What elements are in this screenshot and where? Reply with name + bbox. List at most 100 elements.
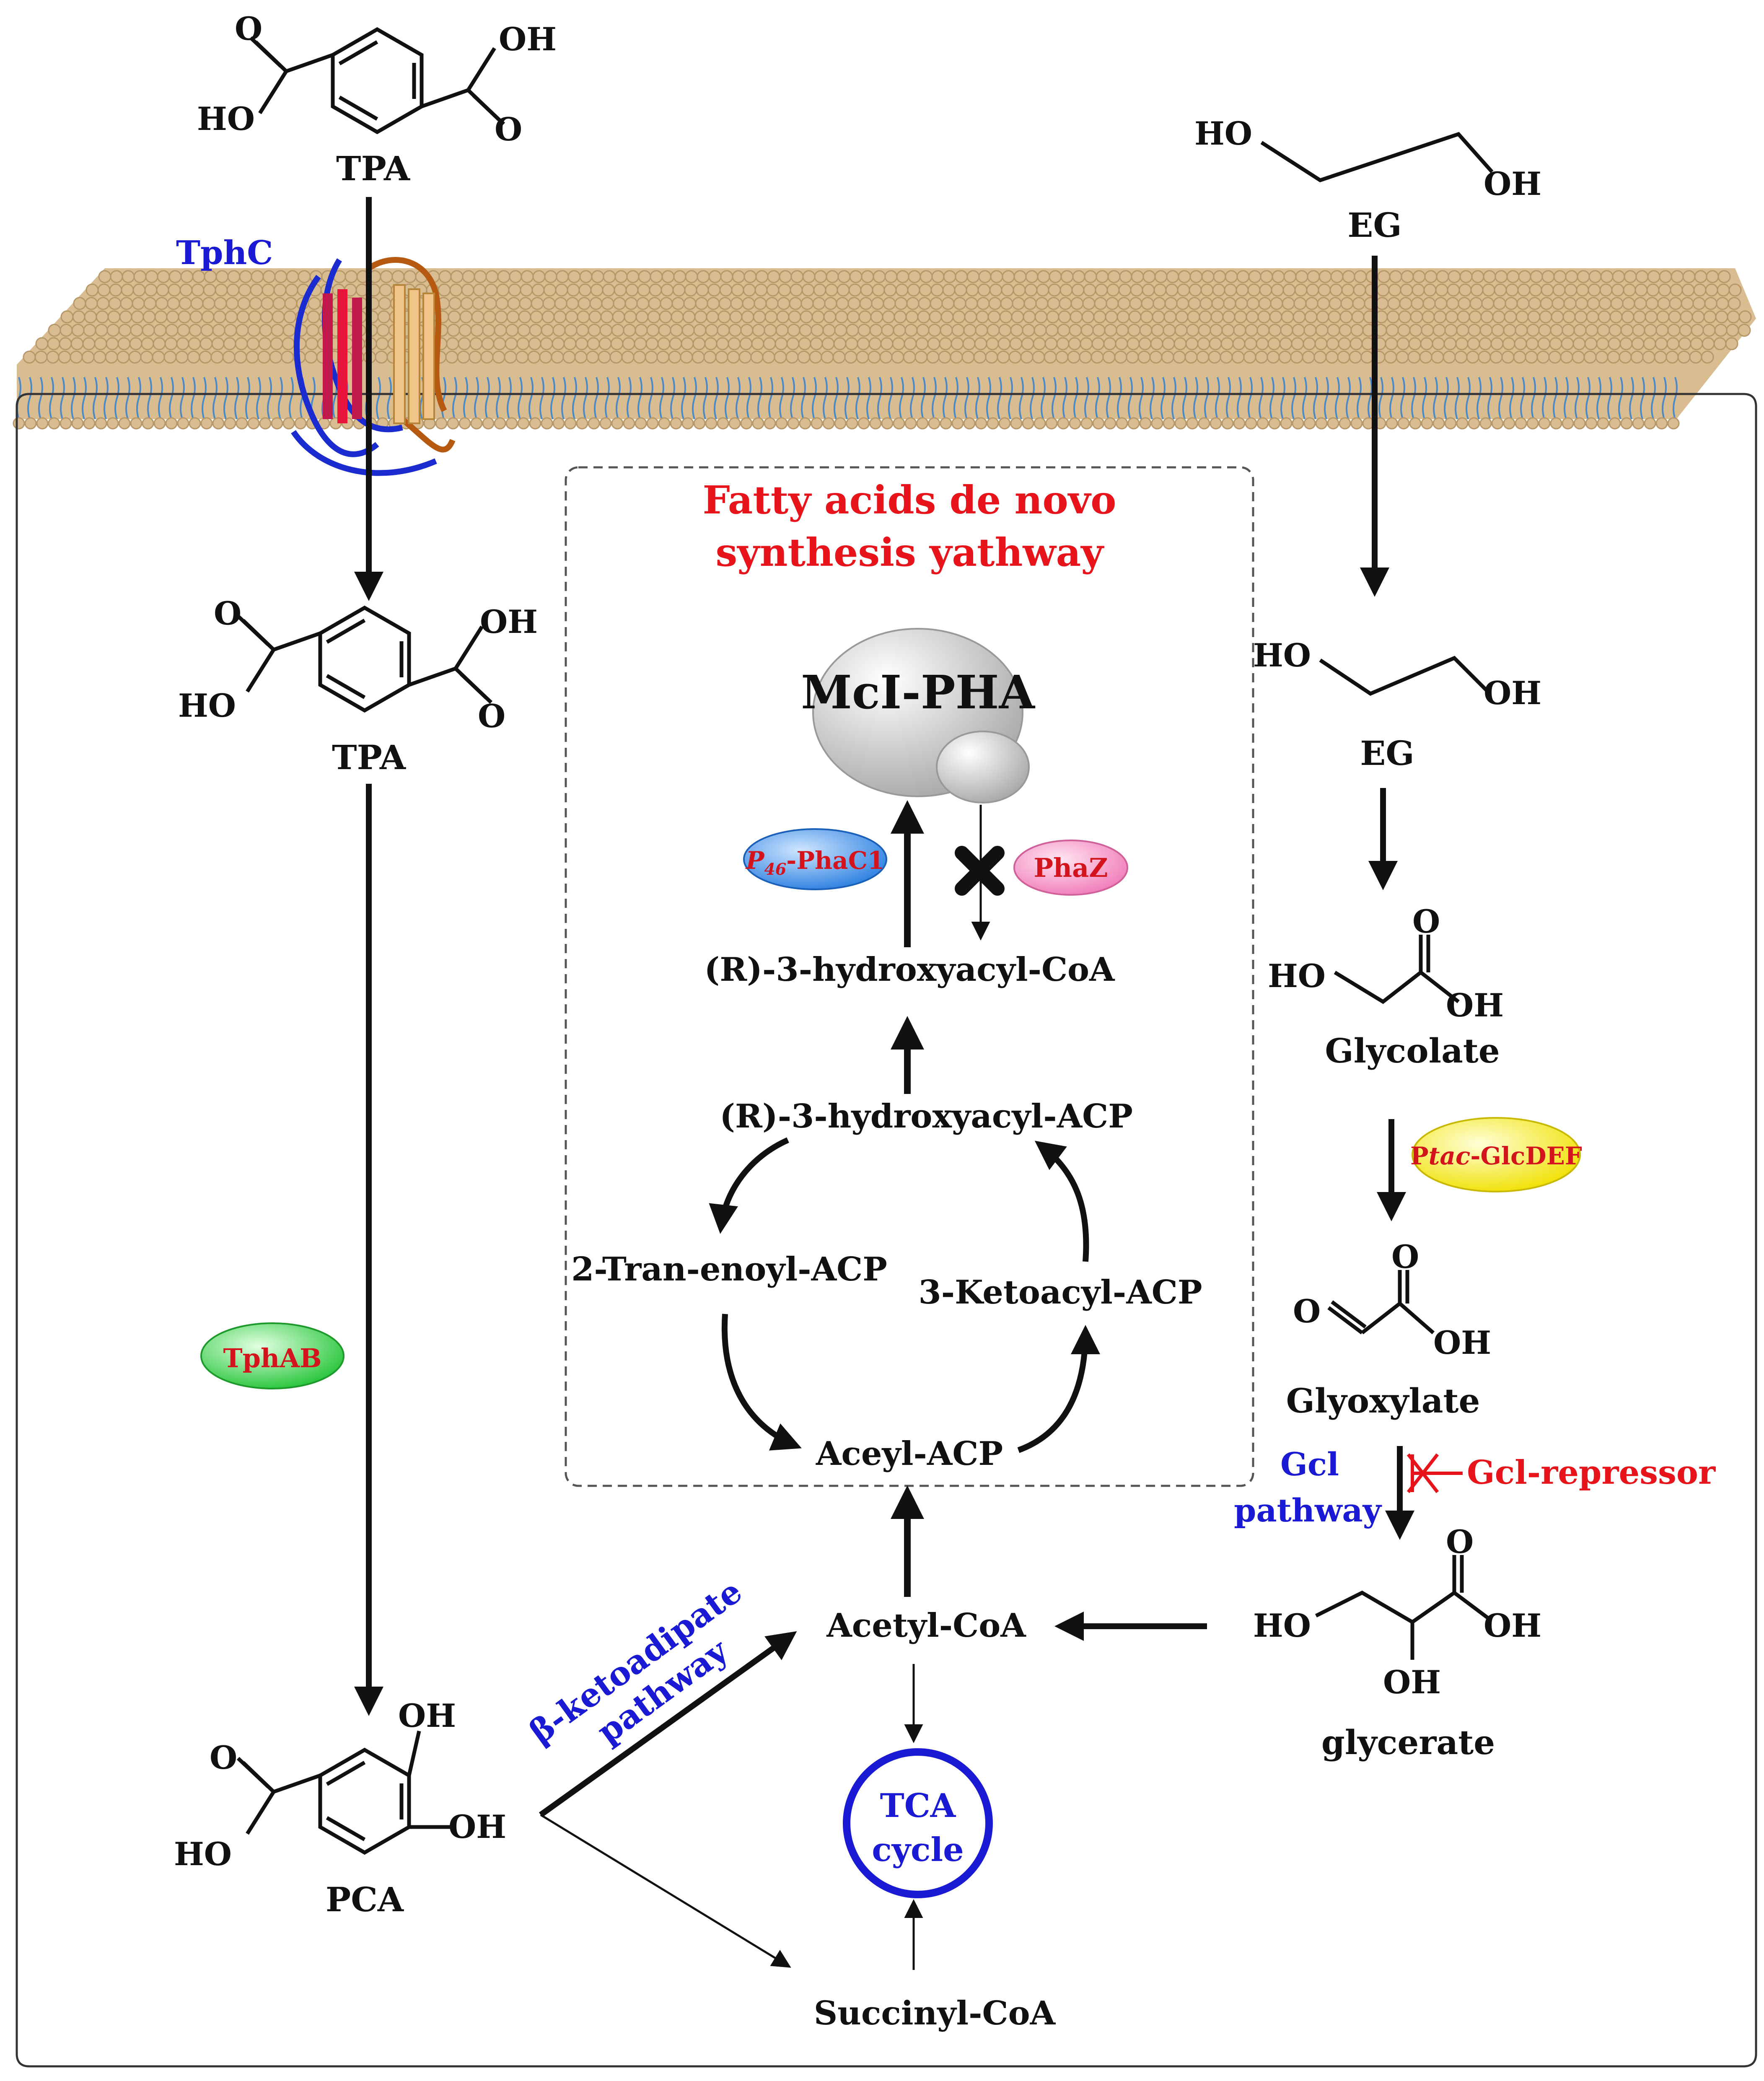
lipid-head (1208, 350, 1221, 364)
lipid-head (754, 283, 768, 297)
lipid-tail (180, 377, 185, 420)
lipid-head (613, 297, 626, 310)
lipid-head (1518, 270, 1531, 283)
lipid-head (1517, 283, 1531, 297)
lipid-head (1727, 310, 1740, 324)
lipid-tail (1215, 377, 1220, 420)
lipid-head (1201, 270, 1215, 283)
lipid-head (697, 270, 710, 283)
lipid-head (955, 270, 968, 283)
lipid-head (633, 350, 646, 364)
lipid-head (1166, 270, 1179, 283)
lipid-head (1506, 270, 1520, 283)
lipid-head (1245, 417, 1257, 430)
lipid-head (121, 283, 134, 297)
lipid-head (1503, 417, 1515, 430)
lipid-head (964, 310, 977, 324)
tpa-outside-structure (249, 27, 505, 135)
lipid-head (716, 337, 729, 350)
lipid-tail (953, 377, 958, 420)
lipid-tail (169, 377, 174, 420)
lipid-head (1314, 337, 1328, 350)
lipid-head (492, 350, 505, 364)
lipid-tail (659, 377, 664, 420)
lipid-head (692, 337, 706, 350)
lipid-head (601, 297, 614, 310)
lipid-head (23, 350, 36, 364)
lipid-head (635, 324, 648, 337)
glycolate-oh-label: OH (1446, 987, 1504, 1024)
lipid-head (1619, 337, 1633, 350)
lipid-head (707, 297, 720, 310)
lipid-head (108, 297, 122, 310)
lipid-head (1468, 417, 1480, 430)
lipid-head (1583, 350, 1597, 364)
tpa2-o-label-a: O (214, 595, 241, 632)
lipid-head (656, 350, 670, 364)
lipid-head (1715, 310, 1728, 324)
lipid-head (1209, 337, 1222, 350)
lipid-head (661, 270, 675, 283)
lipid-head (623, 417, 635, 430)
lipid-head (471, 310, 484, 324)
lipid-head (1103, 337, 1116, 350)
lipid-head (963, 324, 977, 337)
lipid-head (1023, 310, 1036, 324)
lipid-head (1071, 283, 1085, 297)
lipid-head (122, 270, 135, 283)
lipid-head (1268, 417, 1281, 430)
lipid-head (1714, 324, 1728, 337)
lipid-head (869, 324, 883, 337)
lipid-head (1503, 324, 1516, 337)
lipid-head (1037, 270, 1050, 283)
lipid-head (763, 337, 776, 350)
lipid-head (764, 324, 777, 337)
lipid-head (1271, 283, 1284, 297)
lipid-head (1655, 337, 1668, 350)
lipid-head (1375, 297, 1389, 310)
lipid-head (1552, 297, 1565, 310)
lipid-head (156, 283, 169, 297)
lipid-head (1515, 324, 1528, 337)
lipid-head (1104, 324, 1117, 337)
lipid-head (519, 297, 532, 310)
lipid-head (715, 350, 728, 364)
lipid-head (1069, 324, 1082, 337)
lipid-head (648, 297, 661, 310)
lipid-head (1200, 283, 1214, 297)
lipid-head (661, 283, 674, 297)
lipid-tail (855, 377, 860, 420)
lipid-head (908, 270, 921, 283)
lipid-tail (507, 377, 512, 420)
lipid-head (96, 310, 109, 324)
arrow-cycle-hydroxyacyl-to-enoyl (709, 1137, 789, 1234)
lipid-tail (234, 377, 239, 420)
lipid-head (144, 283, 158, 297)
lipid-head (1327, 324, 1340, 337)
lipid-head (60, 324, 73, 337)
lipid-head (989, 283, 1002, 297)
lipid-head (527, 350, 541, 364)
lipid-head (1173, 337, 1187, 350)
lipid-head (599, 417, 612, 430)
lipid-head (1280, 324, 1293, 337)
lipid-head (13, 417, 25, 430)
lipid-head (1046, 310, 1059, 324)
lipid-head (1389, 270, 1402, 283)
lipid-head (462, 270, 475, 283)
lipid-tail (256, 377, 261, 420)
lipid-head (1291, 337, 1304, 350)
lipid-head (106, 324, 120, 337)
lipid-head (446, 337, 459, 350)
lipid-head (142, 310, 156, 324)
lipid-head (132, 297, 145, 310)
lipid-head (928, 324, 941, 337)
lipid-head (469, 350, 482, 364)
lipid-head (225, 310, 238, 324)
lipid-head (142, 417, 154, 430)
lipid-head (974, 337, 987, 350)
lipid-head (282, 417, 295, 430)
lipid-head (1235, 297, 1248, 310)
lipid-head (1679, 324, 1692, 337)
lipid-head (987, 310, 1001, 324)
